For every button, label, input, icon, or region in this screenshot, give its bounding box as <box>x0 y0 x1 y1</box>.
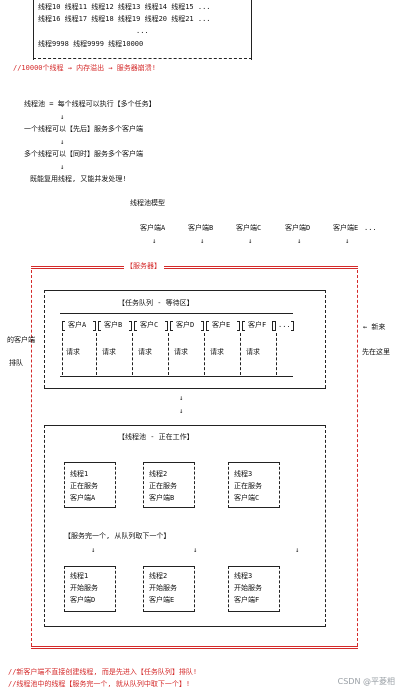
queue-client: 客户C <box>134 319 168 331</box>
thread-card: 线程1 开始服务 客户端D <box>64 566 116 612</box>
thread-name: 线程1 <box>70 572 89 580</box>
thread-client: 客户端C <box>234 494 260 502</box>
thread-row-4: 线程9998 线程9999 线程10000 <box>38 40 144 48</box>
thread-name: 线程3 <box>234 470 253 478</box>
queue-request: 请求 <box>246 348 260 356</box>
down-arrow-icon: ↓ <box>152 237 157 245</box>
thread-status: 正在服务 <box>149 482 177 490</box>
down-arrow-icon: ↓ <box>345 237 350 245</box>
queue-client: 客户B <box>98 319 132 331</box>
queue-request: 请求 <box>174 348 188 356</box>
queue-client: 客户F <box>242 319 276 331</box>
concept-line-3: 多个线程可以【同时】服务多个客户端 <box>24 150 143 158</box>
thread-card: 线程3 正在服务 客户端C <box>228 462 280 508</box>
queue-client: 客户D <box>170 319 204 331</box>
concept-line-1: 线程池 = 每个线程可以执行【多个任务】 <box>24 100 156 108</box>
thread-row-3: ... <box>136 27 149 35</box>
note-line-1: //新客户端不直接创建线程, 而是先进入【任务队列】排队! <box>8 668 198 676</box>
queue-request: 请求 <box>102 348 116 356</box>
clients-more: ... <box>364 224 377 232</box>
queue-client: 客户E <box>206 319 240 331</box>
thread-card: 线程3 开始服务 客户端F <box>228 566 280 612</box>
thread-status: 开始服务 <box>149 584 177 592</box>
queue-left-label: 的客户端 <box>7 336 35 344</box>
thread-status: 开始服务 <box>70 584 98 592</box>
client-label: 客户端B <box>188 224 214 232</box>
queue-client: 客户A <box>62 319 96 331</box>
thread-client: 客户端D <box>70 596 96 604</box>
concept-line-4: 既能复用线程, 又能并发处理! <box>30 175 127 183</box>
down-arrow-icon: ↓ <box>200 237 205 245</box>
down-arrow-icon: ↓ <box>179 394 184 402</box>
server-label: 【服务器】 <box>126 262 161 270</box>
queue-request: 请求 <box>138 348 152 356</box>
down-arrow-icon: ↓ <box>179 407 184 415</box>
thread-card: 线程2 开始服务 客户端E <box>143 566 195 612</box>
queue-request: 请求 <box>210 348 224 356</box>
watermark: CSDN @平菱相 <box>337 677 395 686</box>
down-arrow-icon: ↓ <box>193 546 198 554</box>
thread-status: 开始服务 <box>234 584 262 592</box>
client-label: 客户端A <box>140 224 166 232</box>
client-label: 客户端D <box>285 224 311 232</box>
client-label: 客户端C <box>236 224 262 232</box>
crash-note: //10000个线程 → 内存溢出 → 服务器崩溃! <box>13 64 157 72</box>
thread-name: 线程3 <box>234 572 253 580</box>
concept-line-2: 一个线程可以【先后】服务多个客户端 <box>24 125 143 133</box>
model-title: 线程池模型 <box>130 199 165 207</box>
down-arrow-icon: ↓ <box>60 138 65 146</box>
thread-row-1: 线程10 线程11 线程12 线程13 线程14 线程15 ... <box>38 3 211 11</box>
down-arrow-icon: ↓ <box>295 546 300 554</box>
thread-row-2: 线程16 线程17 线程18 线程19 线程20 线程21 ... <box>38 15 211 23</box>
thread-status: 正在服务 <box>70 482 98 490</box>
queue-request: 请求 <box>66 348 80 356</box>
thread-client: 客户端A <box>70 494 96 502</box>
client-label: 客户端E <box>333 224 359 232</box>
thread-client: 客户端E <box>149 596 175 604</box>
queue-right-label: ← 新来 <box>363 323 386 331</box>
down-arrow-icon: ↓ <box>297 237 302 245</box>
down-arrow-icon: ↓ <box>60 163 65 171</box>
note-line-2: //线程池中的线程【服务完一个, 就从队列中取下一个】! <box>8 680 191 688</box>
thread-status: 正在服务 <box>234 482 262 490</box>
queue-title: 【任务队列 - 等待区】 <box>118 299 194 307</box>
thread-card: 线程2 正在服务 客户端B <box>143 462 195 508</box>
queue-right-label: 先在这里 <box>362 348 390 356</box>
queue-left-label: 排队 <box>9 359 23 367</box>
next-task-note: 【服务完一个, 从队列取下一个】 <box>64 532 171 540</box>
thread-client: 客户端F <box>234 596 260 604</box>
pool-title: 【线程池 - 正在工作】 <box>118 433 194 441</box>
thread-name: 线程2 <box>149 572 168 580</box>
down-arrow-icon: ↓ <box>91 546 96 554</box>
down-arrow-icon: ↓ <box>60 113 65 121</box>
thread-name: 线程2 <box>149 470 168 478</box>
queue-client: ... <box>272 319 294 331</box>
down-arrow-icon: ↓ <box>248 237 253 245</box>
thread-card: 线程1 正在服务 客户端A <box>64 462 116 508</box>
thread-client: 客户端B <box>149 494 175 502</box>
thread-name: 线程1 <box>70 470 89 478</box>
